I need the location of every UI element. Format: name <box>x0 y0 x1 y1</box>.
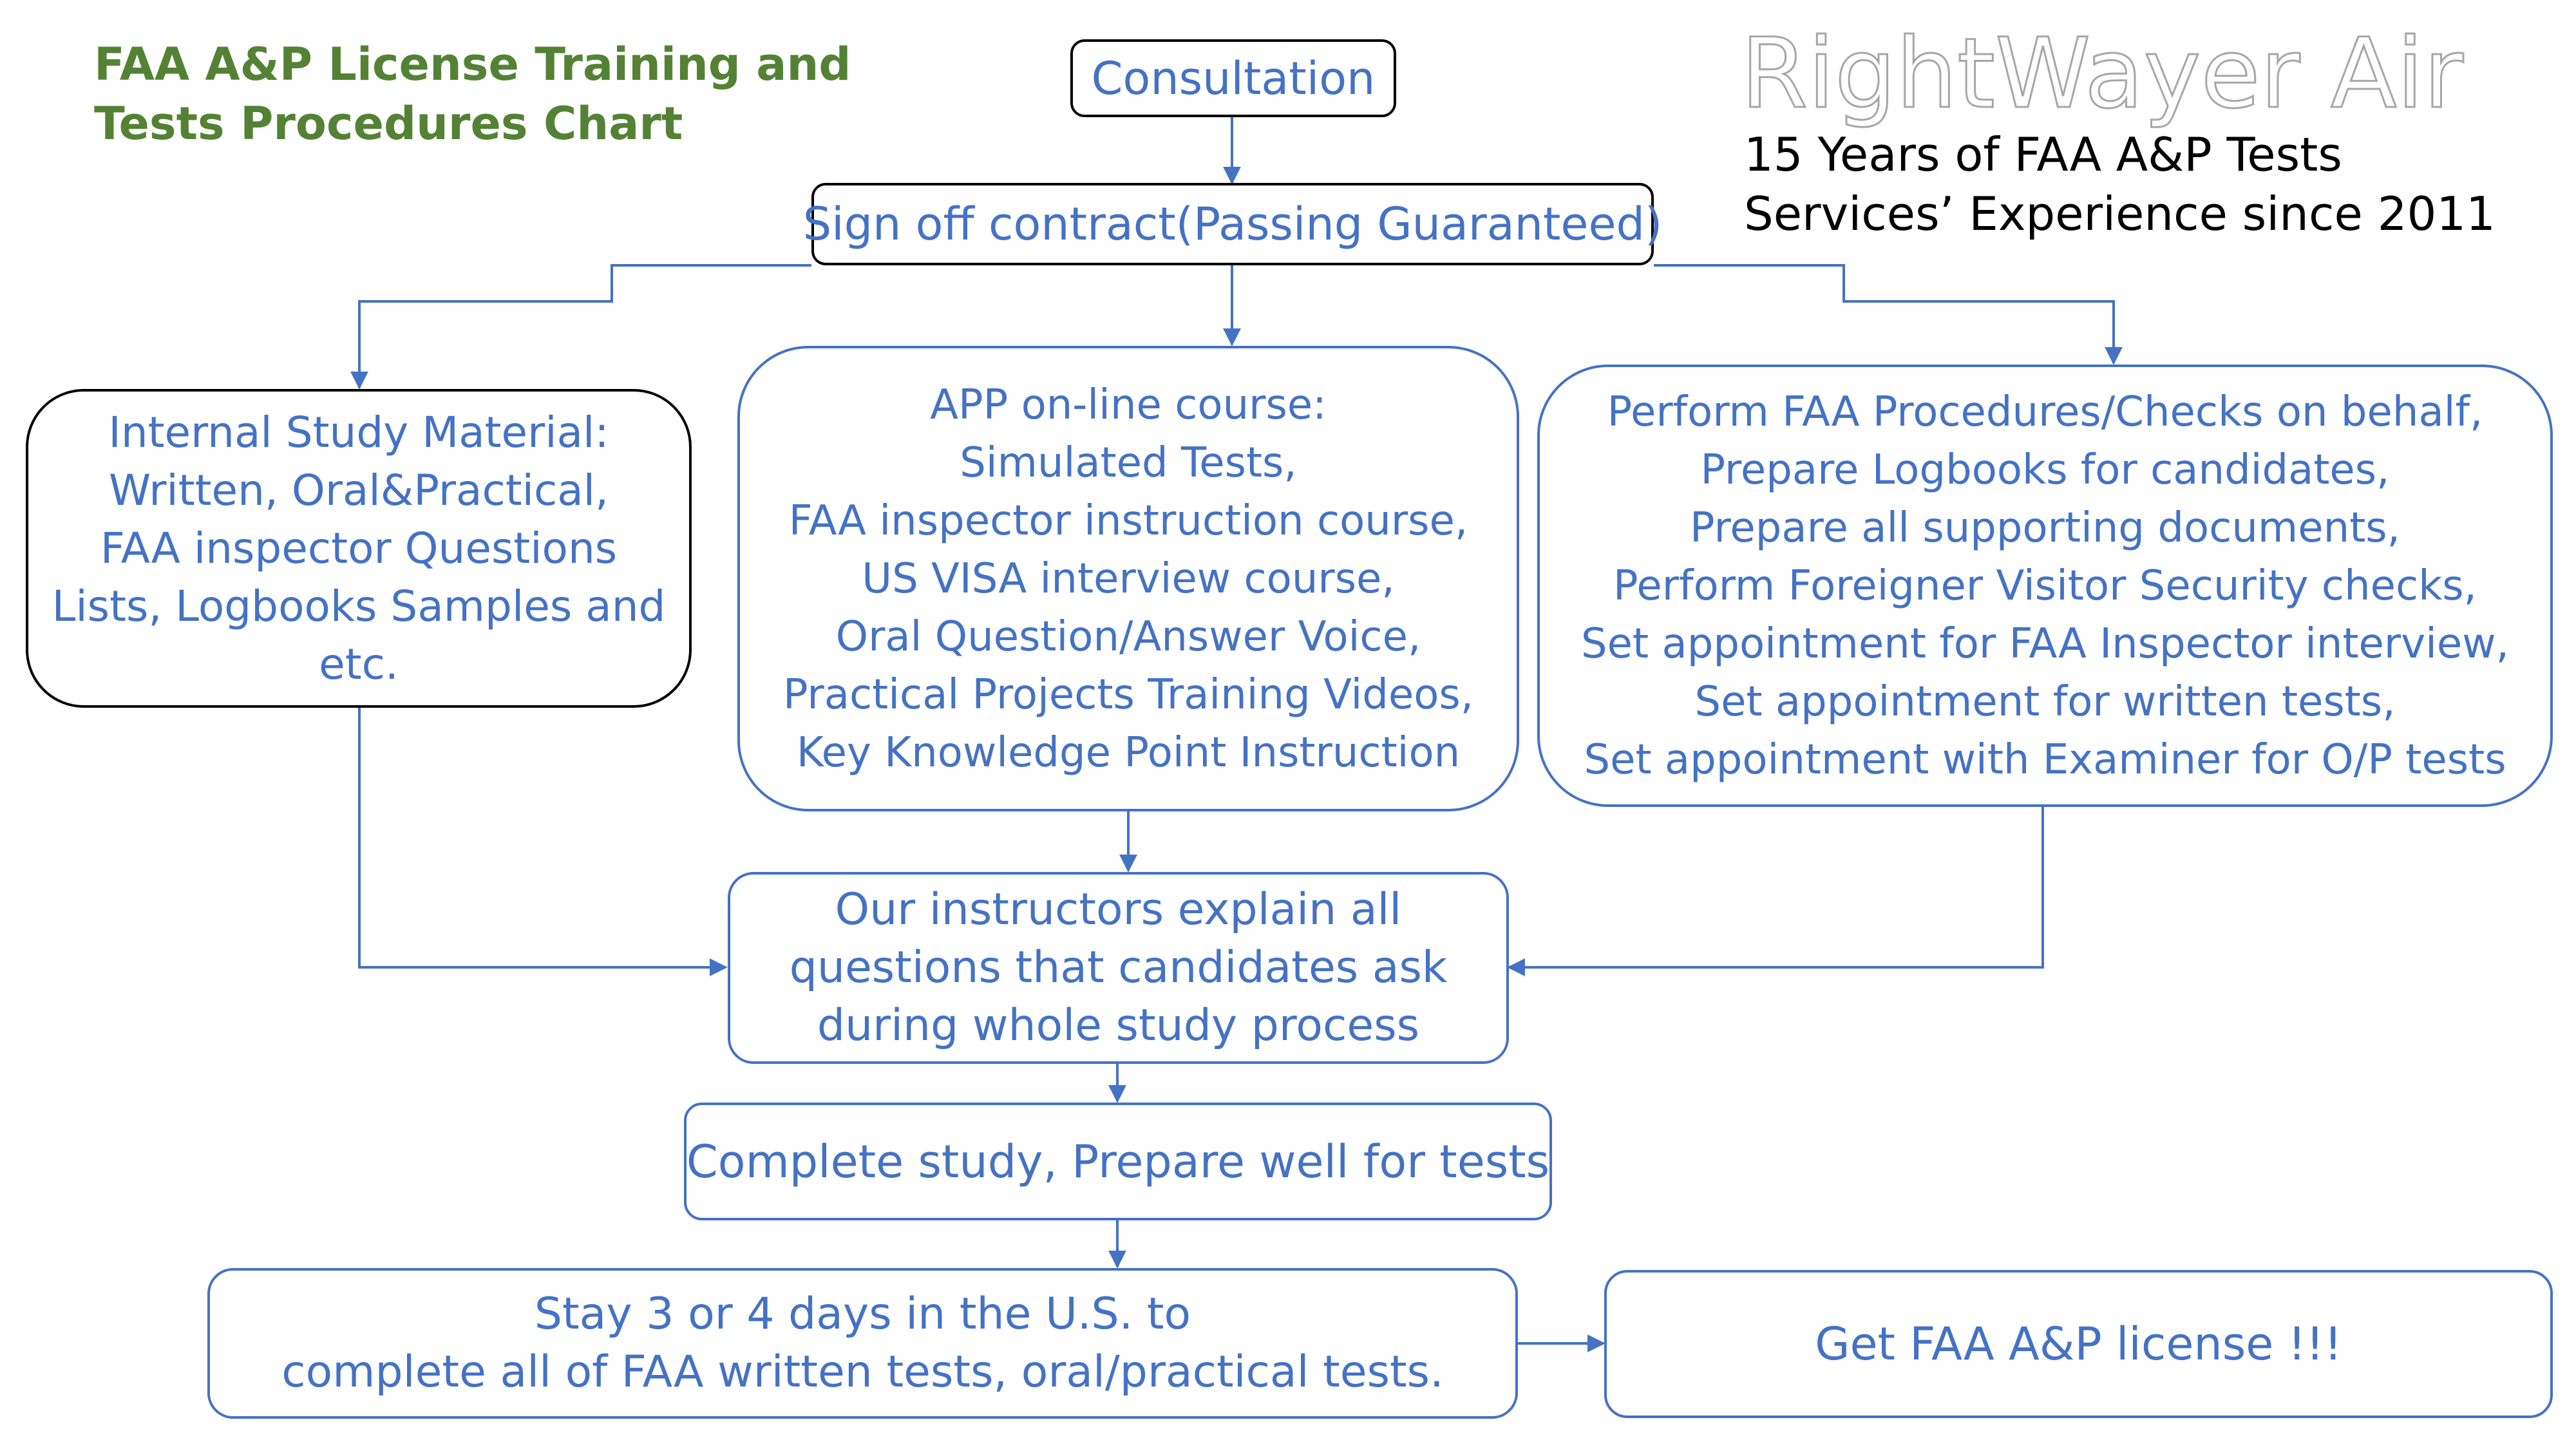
box-consultation-text: Consultation <box>1091 52 1376 105</box>
box-procedures-line-4: Perform Foreigner Visitor Security check… <box>1613 562 2477 610</box>
box-app-course-line-3: FAA inspector instruction course, <box>788 497 1468 545</box>
box-stay-line-2: complete all of FAA written tests, oral/… <box>281 1347 1444 1397</box>
tagline-line-2: Services’ Experience since 2011 <box>1744 187 2496 241</box>
tagline: 15 Years of FAA A&P Tests Services’ Expe… <box>1744 125 2496 243</box>
box-procedures-line-1: Perform FAA Procedures/Checks on behalf, <box>1607 388 2483 436</box>
box-procedures-line-7: Set appointment with Examiner for O/P te… <box>1584 735 2506 784</box>
arrow-contract-to-study-material <box>350 264 811 390</box>
box-app-course-line-2: Simulated Tests, <box>960 439 1297 487</box>
box-procedures-line-6: Set appointment for written tests, <box>1694 677 2396 726</box>
arrow-procedures-to-instructors <box>1507 807 2044 976</box>
box-study-material-line-2: Written, Oral&Practical, <box>108 465 609 515</box>
box-stay-line-1: Stay 3 or 4 days in the U.S. to <box>534 1289 1191 1340</box>
arrow-study-material-to-instructors <box>358 708 728 976</box>
box-procedures: Perform FAA Procedures/Checks on behalf,… <box>1537 365 2553 807</box>
box-procedures-line-5: Set appointment for FAA Inspector interv… <box>1581 620 2509 668</box>
box-license: Get FAA A&P license !!! <box>1604 1270 2553 1418</box>
box-complete-study-text: Complete study, Prepare well for tests <box>686 1135 1550 1188</box>
box-procedures-line-2: Prepare Logbooks for candidates, <box>1700 446 2390 494</box>
box-study-material-line-5: etc. <box>319 639 399 689</box>
box-study-material-line-3: FAA inspector Questions <box>100 523 618 573</box>
box-app-course-line-4: US VISA interview course, <box>862 554 1395 603</box>
box-stay: Stay 3 or 4 days in the U.S. to complete… <box>207 1268 1518 1419</box>
box-app-course-line-5: Oral Question/Answer Voice, <box>835 612 1421 661</box>
box-contract: Sign off contract(Passing Guaranteed) <box>803 183 1662 265</box>
box-license-text: Get FAA A&P license !!! <box>1815 1318 2342 1370</box>
box-app-course-line-1: APP on-line course: <box>930 381 1327 429</box>
chart-title-line-2: Tests Procedures Chart <box>94 97 683 150</box>
box-procedures-line-3: Prepare all supporting documents, <box>1690 504 2400 552</box>
brand-logo: RightWayer Air <box>1740 18 2465 130</box>
box-app-course-line-7: Key Knowledge Point Instruction <box>796 728 1461 777</box>
box-app-course-line-6: Practical Projects Training Videos, <box>782 670 1474 719</box>
box-instructors-line-2: questions that candidates ask <box>789 942 1448 993</box>
box-consultation: Consultation <box>1070 39 1396 117</box>
box-app-course: APP on-line course: Simulated Tests, FAA… <box>737 346 1519 811</box>
chart-title: FAA A&P License Training and Tests Proce… <box>94 35 851 153</box>
box-study-material-line-1: Internal Study Material: <box>108 407 609 457</box>
box-instructors: Our instructors explain all questions th… <box>728 872 1509 1064</box>
box-instructors-line-3: during whole study process <box>817 1000 1420 1051</box>
chart-title-line-1: FAA A&P License Training and <box>94 38 851 91</box>
box-study-material-line-4: Lists, Logbooks Samples and <box>52 581 666 631</box>
tagline-line-1: 15 Years of FAA A&P Tests <box>1744 128 2342 182</box>
arrow-contract-to-procedures <box>1654 264 2123 365</box>
box-complete-study: Complete study, Prepare well for tests <box>684 1103 1552 1220</box>
box-contract-text: Sign off contract(Passing Guaranteed) <box>802 198 1663 251</box>
box-study-material: Internal Study Material: Written, Oral&P… <box>26 389 692 708</box>
box-instructors-line-1: Our instructors explain all <box>835 884 1402 935</box>
